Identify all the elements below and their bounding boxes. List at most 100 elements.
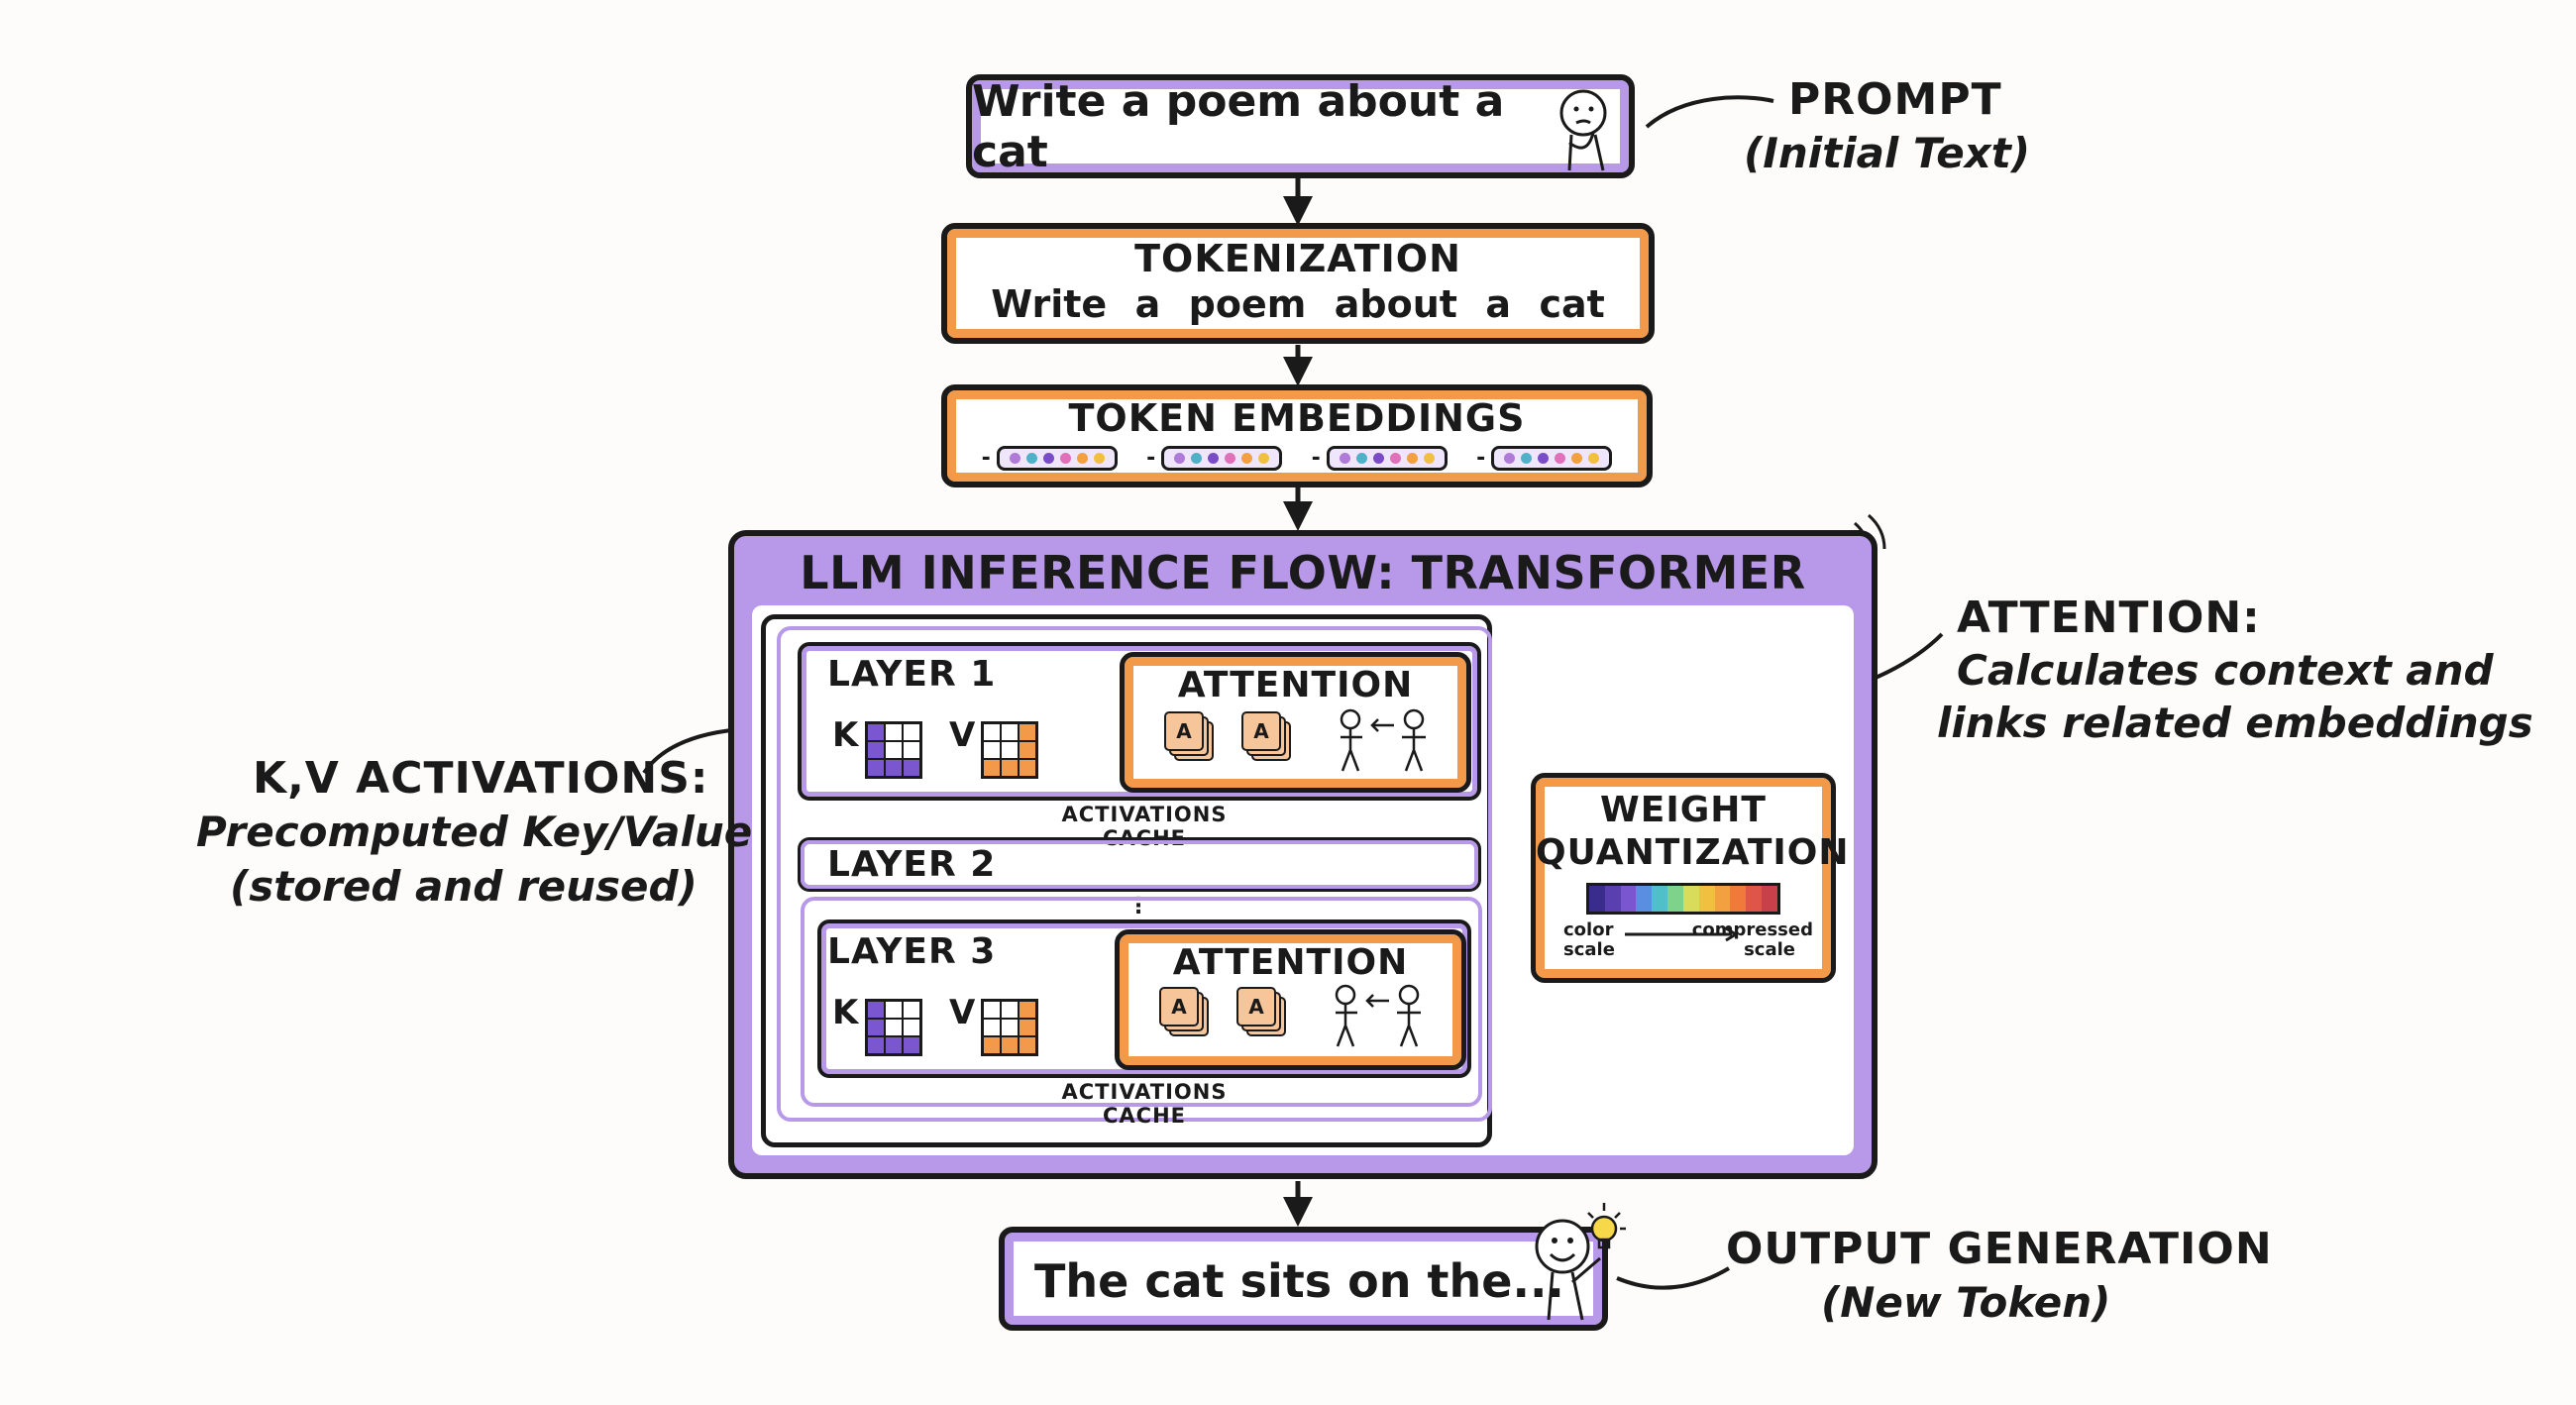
token: cat (1539, 282, 1605, 326)
quantization-color-swatch (1714, 886, 1731, 912)
output-annotation-sub: (New Token) (1821, 1278, 2111, 1327)
embedding-dot (1372, 453, 1384, 464)
layer-3-k-label: K (832, 993, 859, 1032)
output-annotation-curve (1616, 1266, 1731, 1290)
attention-note-line1: Calculates context and (1957, 646, 2494, 695)
embedding-vectors-row: ---- (967, 446, 1627, 471)
tokenization-box: TOKENIZATION Write a poem about a cat (941, 223, 1655, 344)
token-row: Write a poem about a cat (977, 282, 1619, 326)
matrix-cell (886, 1037, 902, 1053)
matrix-cell (886, 742, 902, 758)
kv-note-title: K,V ACTIVATIONS: (253, 753, 709, 804)
matrix-cell (868, 1020, 884, 1035)
embedding-pill (1491, 446, 1613, 471)
quantization-title-line2: QUANTIZATION (1536, 832, 1850, 873)
quantization-color-swatch (1667, 886, 1683, 912)
matrix-cell (984, 1020, 1000, 1035)
layer-1-v-matrix (981, 721, 1038, 779)
matrix-cell (904, 742, 919, 758)
embedding-vector: - (1146, 446, 1283, 471)
attention-figures-icon (1335, 984, 1421, 1047)
matrix-cell (1020, 742, 1035, 758)
quantization-color-scale (1586, 883, 1780, 915)
matrix-cell (1020, 724, 1035, 740)
matrix-cell (1002, 1002, 1018, 1018)
matrix-cell (984, 760, 1000, 776)
embedding-pill (996, 446, 1118, 471)
matrix-cell (1002, 724, 1018, 740)
matrix-cell (984, 1037, 1000, 1053)
embedding-dot (1555, 453, 1566, 464)
thinking-person-icon (1559, 89, 1607, 171)
attention-head-card-icon: A (1241, 711, 1281, 751)
matrix-cell (868, 760, 884, 776)
quantization-color-swatch (1636, 886, 1653, 912)
embedding-dot (1208, 453, 1220, 464)
layer-3-activations-cache: ACTIVATIONS CACHE (1061, 1080, 1228, 1128)
embedding-dash: - (1311, 446, 1321, 471)
layer-3-attention-box: ATTENTION (1115, 929, 1466, 1070)
token-embeddings-title: TOKEN EMBEDDINGS (1068, 396, 1526, 440)
output-text: The cat sits on the... (1034, 1254, 1564, 1308)
matrix-cell (904, 760, 919, 776)
layer-3-v-matrix (981, 999, 1038, 1056)
layer-1-label: LAYER 1 (827, 654, 997, 695)
matrix-cell (1002, 760, 1018, 776)
layer-1-v-label: V (949, 715, 976, 755)
matrix-cell (886, 760, 902, 776)
token: Write (991, 282, 1108, 326)
attention-figures-icon (1340, 708, 1426, 772)
embedding-dash: - (981, 446, 991, 471)
layer-2-box (798, 837, 1481, 892)
token-embeddings-box: TOKEN EMBEDDINGS - - - - (941, 384, 1653, 487)
embedding-dot (1241, 453, 1253, 464)
matrix-cell (904, 1037, 919, 1053)
embedding-vector: - (1476, 446, 1613, 471)
scale-arrow-icon (1625, 926, 1739, 942)
layer-3-k-matrix (865, 999, 922, 1056)
prompt-annotation-title: PROMPT (1788, 74, 2002, 125)
matrix-cell (868, 1037, 884, 1053)
matrix-cell (984, 1002, 1000, 1018)
embedding-dot (1258, 453, 1270, 464)
prompt-annotation-curve (1645, 95, 1774, 129)
embedding-dot (1059, 453, 1071, 464)
embedding-dot (1389, 453, 1401, 464)
quantization-color-swatch (1682, 886, 1699, 912)
layer-3-box (817, 919, 1471, 1078)
embedding-dot (1504, 453, 1516, 464)
tokenization-title: TOKENIZATION (1134, 237, 1461, 280)
quantization-color-swatch (1620, 886, 1637, 912)
embedding-dot (1588, 453, 1600, 464)
matrix-cell (886, 724, 902, 740)
embedding-dot (1076, 453, 1088, 464)
layer-1-k-matrix (865, 721, 922, 779)
embedding-dot (1174, 453, 1186, 464)
embedding-dot (1042, 453, 1054, 464)
quantization-color-swatch (1730, 886, 1747, 912)
embedding-dot (1571, 453, 1583, 464)
matrix-cell (984, 724, 1000, 740)
embedding-dot (1009, 453, 1020, 464)
embedding-dash: - (1476, 446, 1486, 471)
attention-head-card-icon: A (1236, 987, 1276, 1027)
embedding-dot (1025, 453, 1037, 464)
embedding-pill (1161, 446, 1283, 471)
attention-head-card-icon: A (1164, 711, 1204, 751)
embedding-pill (1326, 446, 1448, 471)
matrix-cell (1020, 1020, 1035, 1035)
matrix-cell (868, 724, 884, 740)
token: a (1134, 282, 1161, 326)
kv-note-line2: (stored and reused) (230, 862, 698, 911)
embedding-vector: - (1312, 446, 1448, 471)
quantization-title-line1: WEIGHT (1600, 790, 1767, 830)
embedding-dot (1423, 453, 1435, 464)
layer-1-attention-title: ATTENTION (1177, 665, 1414, 705)
layers-stack-shadow (777, 626, 1492, 1122)
embedding-dot (1521, 453, 1533, 464)
attention-note-line2: links related embeddings (1937, 699, 2533, 747)
embedding-dot (1093, 453, 1105, 464)
